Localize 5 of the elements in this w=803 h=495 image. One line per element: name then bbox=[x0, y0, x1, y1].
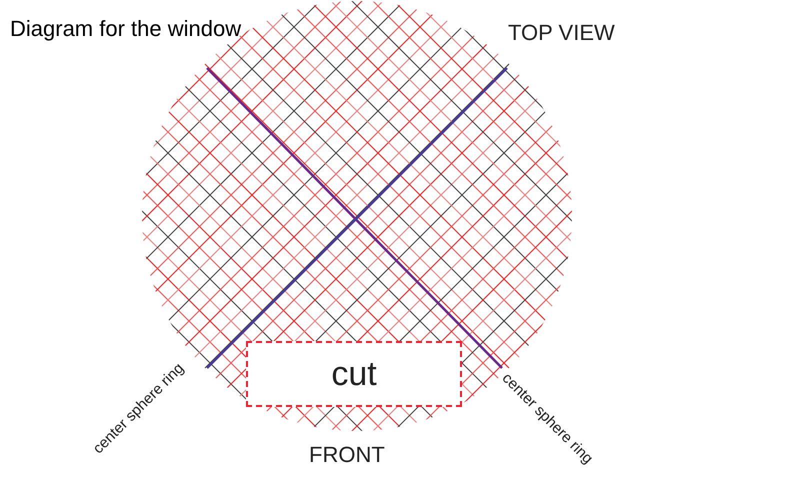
cut-label: cut bbox=[331, 354, 377, 394]
view-label: TOP VIEW bbox=[508, 20, 615, 46]
view-label: FRONT bbox=[309, 442, 385, 468]
diagram-title: Diagram for the window bbox=[10, 16, 242, 42]
dashed-cut-box bbox=[246, 341, 462, 407]
